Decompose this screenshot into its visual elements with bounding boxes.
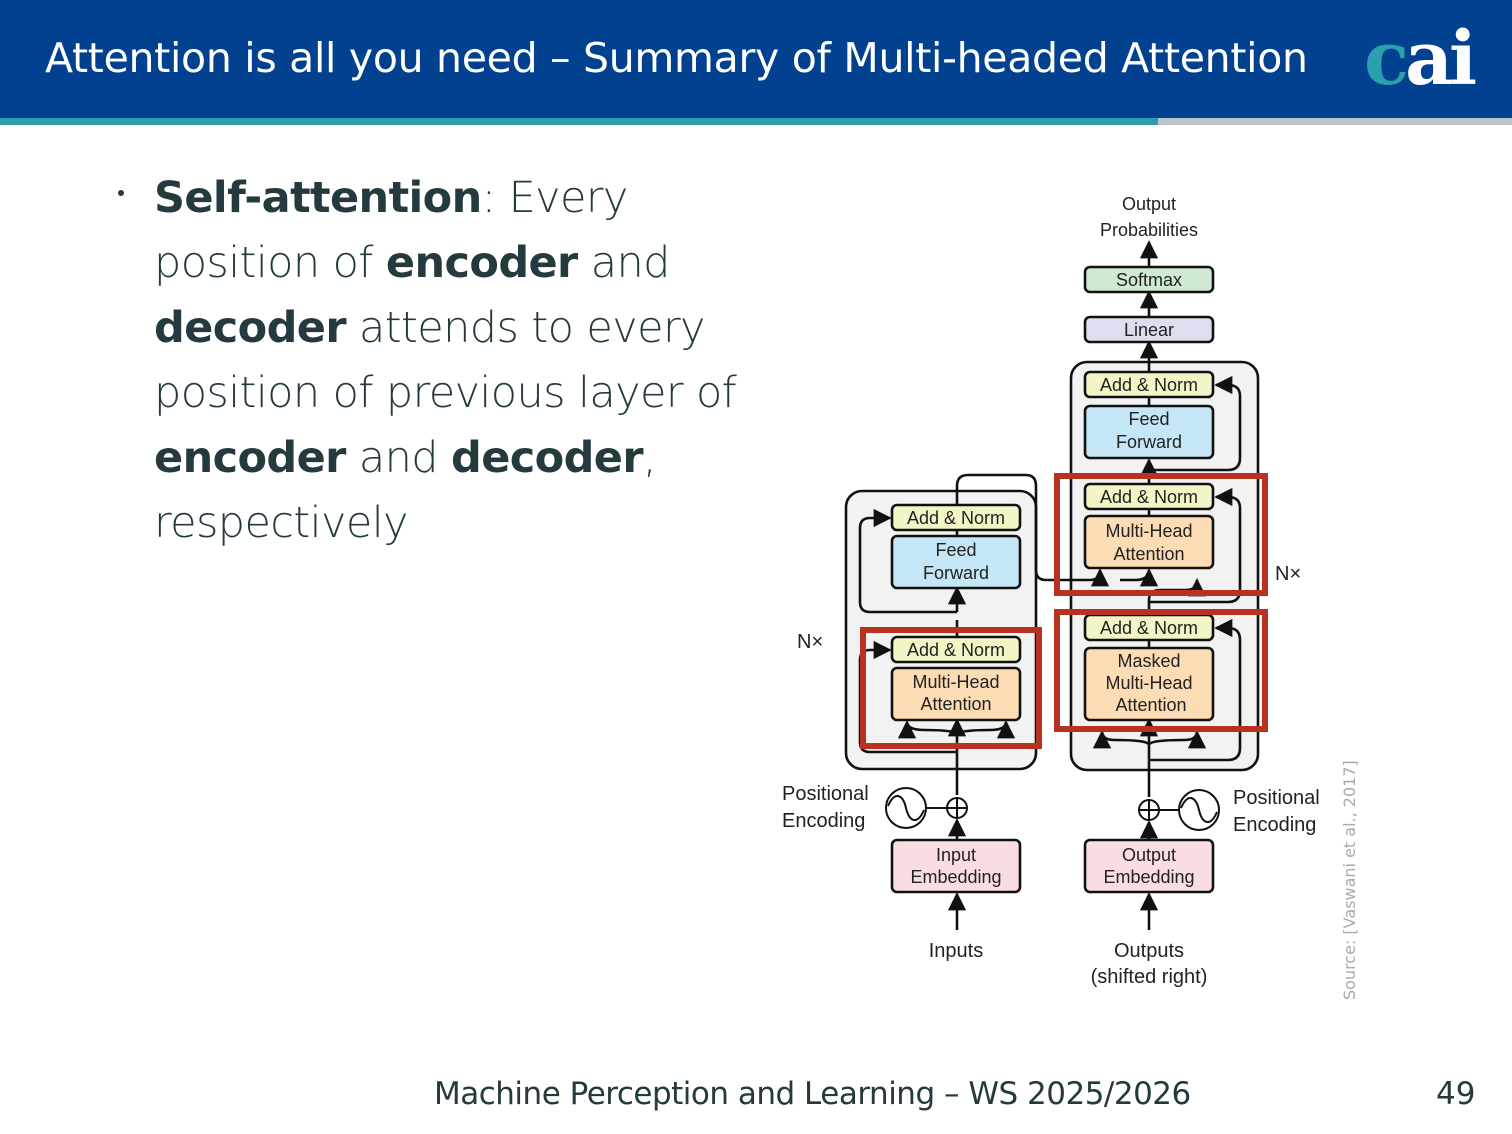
source-citation: Source: [Vaswani et al., 2017] bbox=[1340, 760, 1359, 1000]
decoder-add-norm-bottom-label: Add & Norm bbox=[1100, 618, 1198, 638]
decoder-masked-mha bbox=[1083, 646, 1215, 722]
colon: : bbox=[481, 173, 496, 223]
encoder-add-norm-top-label: Add & Norm bbox=[907, 508, 1005, 528]
output-probabilities-label-1: Output bbox=[1122, 194, 1176, 214]
decoder-add-norm-mid-label: Add & Norm bbox=[1100, 487, 1198, 507]
decoder-ff-label-2: Forward bbox=[1116, 432, 1182, 452]
decoder-feed-forward bbox=[1083, 404, 1215, 460]
decoder-ff-label-1: Feed bbox=[1128, 409, 1169, 429]
decoder-repeat-label: N× bbox=[1275, 563, 1301, 585]
decoder-add-norm-top-label: Add & Norm bbox=[1100, 375, 1198, 395]
highlight-decoder-masked-self-attention bbox=[1054, 609, 1268, 732]
text-segment: attends to every position of previous la… bbox=[154, 303, 737, 418]
text-segment: , respectively bbox=[154, 433, 657, 548]
input-embedding-box bbox=[890, 838, 1022, 894]
decoder-pos-enc-label-1: Positional bbox=[1233, 787, 1320, 809]
encoder-pos-enc-label-2: Encoding bbox=[782, 810, 865, 832]
encoder-add-norm-bottom bbox=[890, 635, 1022, 664]
decoder-mha bbox=[1083, 514, 1215, 570]
footer-course: Machine Perception and Learning – WS 202… bbox=[434, 1076, 1191, 1112]
term-self-attention: Self-attention bbox=[154, 173, 482, 223]
highlight-decoder-cross-attention bbox=[1054, 473, 1268, 596]
input-embedding-label-2: Embedding bbox=[910, 867, 1001, 887]
encoder-ff-label-1: Feed bbox=[935, 540, 976, 560]
slide-title: Attention is all you need – Summary of M… bbox=[45, 34, 1308, 82]
linear-label: Linear bbox=[1124, 320, 1174, 340]
encoder-feed-forward bbox=[890, 534, 1022, 590]
encoder-repeat-label: N× bbox=[797, 631, 823, 653]
encoder-add-norm-top bbox=[890, 503, 1022, 532]
decoder-masked-label-2: Multi-Head bbox=[1105, 673, 1192, 693]
softmax-label: Softmax bbox=[1116, 270, 1182, 290]
decoder-masked-label-1: Masked bbox=[1117, 651, 1180, 671]
encoder-pos-enc-label-1: Positional bbox=[782, 783, 869, 805]
highlight-encoder-self-attention bbox=[860, 627, 1042, 749]
output-embedding-label-2: Embedding bbox=[1103, 867, 1194, 887]
decoder-mha-label-1: Multi-Head bbox=[1105, 521, 1192, 541]
text-segment: Every position of bbox=[154, 173, 628, 288]
encoder-add-norm-bottom-label: Add & Norm bbox=[907, 640, 1005, 660]
accent-rule-grey bbox=[1158, 118, 1512, 125]
softmax-box bbox=[1083, 265, 1215, 294]
decoder-masked-label-3: Attention bbox=[1115, 695, 1186, 715]
output-probabilities-label-2: Probabilities bbox=[1100, 220, 1198, 240]
bullet-item: Self-attention: Every position of encode… bbox=[154, 166, 774, 556]
term-encoder: encoder bbox=[385, 238, 578, 288]
term-encoder: encoder bbox=[154, 433, 346, 483]
decoder-pos-enc-label-2: Encoding bbox=[1233, 814, 1316, 836]
logo-ai: ai bbox=[1405, 16, 1477, 102]
term-decoder: decoder bbox=[451, 433, 644, 483]
linear-box bbox=[1083, 315, 1215, 344]
encoder-mha-label-2: Attention bbox=[920, 694, 991, 714]
output-embedding-label-1: Output bbox=[1122, 845, 1176, 865]
title-bar: Attention is all you need – Summary of M… bbox=[0, 0, 1512, 118]
text-segment: and bbox=[577, 238, 671, 288]
outputs-label-1: Outputs bbox=[1114, 940, 1184, 962]
outputs-label-2: (shifted right) bbox=[1091, 966, 1208, 988]
bullet-marker bbox=[118, 190, 124, 196]
decoder-add-norm-mid bbox=[1083, 482, 1215, 511]
text-segment: and bbox=[345, 433, 452, 483]
logo-c: c bbox=[1364, 16, 1409, 102]
output-embedding-box bbox=[1083, 838, 1215, 894]
encoder-mha-label-1: Multi-Head bbox=[912, 672, 999, 692]
encoder-mha bbox=[890, 666, 1022, 722]
accent-rule-teal bbox=[0, 118, 1158, 125]
page-number: 49 bbox=[1436, 1076, 1476, 1112]
input-embedding-label-1: Input bbox=[936, 845, 976, 865]
decoder-mha-label-2: Attention bbox=[1113, 544, 1184, 564]
decoder-add-norm-top bbox=[1083, 370, 1215, 399]
inputs-label: Inputs bbox=[929, 940, 983, 962]
term-decoder: decoder bbox=[154, 303, 347, 353]
cai-logo: cai bbox=[1364, 22, 1477, 96]
encoder-ff-label-2: Forward bbox=[923, 563, 989, 583]
